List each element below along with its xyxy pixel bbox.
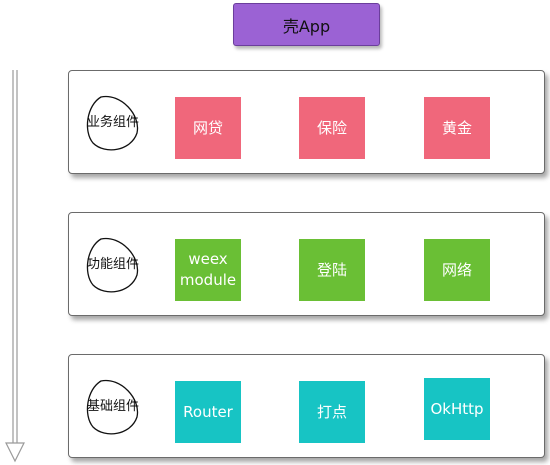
base-layer-label-text: 基础组件 bbox=[87, 399, 140, 414]
function-layer: 功能组件 weex module 登陆 网络 bbox=[68, 212, 545, 316]
base-layer: 基础组件 Router 打点 OkHttp bbox=[68, 354, 545, 458]
business-layer: 业务组件 网贷 保险 黄金 bbox=[68, 70, 545, 174]
component-wangdai: 网贷 bbox=[175, 97, 241, 159]
component-denglu: 登陆 bbox=[299, 239, 365, 301]
component-okhttp: OkHttp bbox=[424, 378, 490, 440]
function-layer-label: 功能组件 bbox=[81, 235, 141, 295]
base-layer-label: 基础组件 bbox=[81, 377, 141, 437]
app-shell-title: 壳App bbox=[282, 16, 331, 36]
arrow-head bbox=[5, 442, 25, 463]
component-dadian: 打点 bbox=[299, 381, 365, 443]
function-layer-label-text: 功能组件 bbox=[87, 257, 140, 272]
component-router: Router bbox=[175, 381, 241, 443]
dependency-arrow bbox=[5, 70, 25, 463]
component-wangluo: 网络 bbox=[424, 239, 490, 301]
business-layer-label: 业务组件 bbox=[81, 93, 141, 153]
component-baoxian: 保险 bbox=[299, 97, 365, 159]
component-weex-module: weex module bbox=[175, 239, 241, 301]
business-layer-label-text: 业务组件 bbox=[87, 115, 140, 130]
component-huangjin: 黄金 bbox=[424, 97, 490, 159]
app-shell-box: 壳App bbox=[233, 3, 380, 46]
